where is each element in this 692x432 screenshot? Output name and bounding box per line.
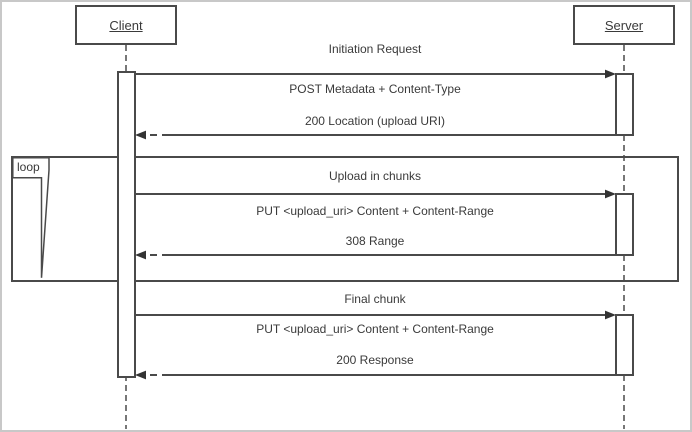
- server-activation-bar-1: [615, 73, 634, 136]
- arrowhead-left-icon: [135, 130, 146, 140]
- loop-operator-label: loop: [17, 160, 40, 174]
- actor-client-label: Client: [109, 17, 143, 33]
- message-post-metadata: POST Metadata + Content-Type: [289, 82, 461, 96]
- message-put-final: PUT <upload_uri> Content + Content-Range: [256, 322, 494, 336]
- arrowhead-left-icon: [135, 250, 146, 260]
- arrowhead-right-icon: [605, 310, 616, 320]
- request-arrow-put-final: [135, 310, 616, 320]
- section-title-initiation-request: Initiation Request: [328, 42, 422, 56]
- response-arrow-range: [135, 250, 616, 260]
- message-put-chunk: PUT <upload_uri> Content + Content-Range: [256, 204, 494, 218]
- request-arrow-post: [135, 69, 616, 79]
- response-arrow-200: [135, 370, 616, 380]
- server-activation-bar-2: [615, 193, 634, 256]
- loop-frame: [11, 156, 679, 282]
- actor-server-label: Server: [604, 17, 644, 33]
- arrowhead-right-icon: [605, 69, 616, 79]
- actor-client: Client: [75, 5, 177, 45]
- message-200-response: 200 Response: [336, 353, 414, 367]
- message-200-location: 200 Location (upload URI): [304, 114, 446, 128]
- request-arrow-put-chunk: [135, 189, 616, 199]
- server-activation-bar-3: [615, 314, 634, 376]
- actor-server: Server: [573, 5, 675, 45]
- section-title-upload-in-chunks: Upload in chunks: [328, 169, 422, 183]
- response-arrow-location: [135, 130, 616, 140]
- message-308-range: 308 Range: [345, 234, 405, 248]
- section-title-final-chunk: Final chunk: [344, 292, 406, 306]
- arrowhead-left-icon: [135, 370, 146, 380]
- loop-frame-tab: [12, 157, 50, 278]
- client-activation-bar: [117, 71, 136, 378]
- arrowhead-right-icon: [605, 189, 616, 199]
